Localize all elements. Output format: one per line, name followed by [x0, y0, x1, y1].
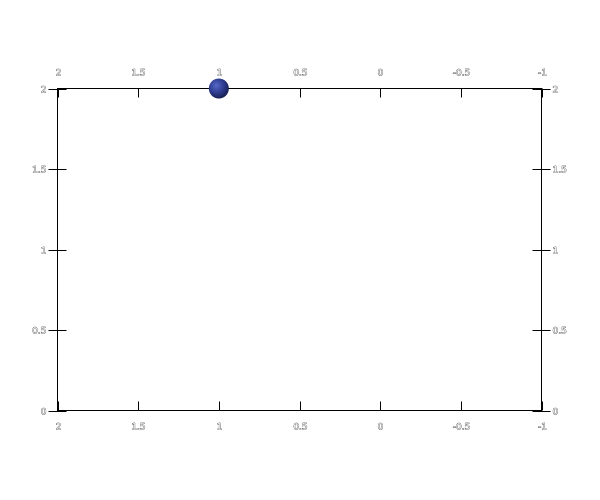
points-layer — [208, 78, 229, 99]
x-tick-label-top: 1 — [217, 69, 223, 79]
x-tick-label-bottom: 0.5 — [293, 423, 307, 433]
y-tick-label-left: 2 — [41, 86, 47, 96]
y-tick-label-right: 1 — [553, 247, 559, 257]
y-tick-label-left: 1 — [41, 247, 47, 257]
y-tick-label-right: 0.5 — [553, 327, 567, 337]
x-tick-label-bottom: -1 — [538, 423, 547, 433]
x-tick-label-bottom: 0 — [378, 423, 384, 433]
x-tick-label-top: 1.5 — [131, 69, 145, 79]
plot-frame — [57, 88, 542, 411]
y-tick-label-left: 0 — [41, 408, 47, 418]
x-tick-label-top: 2 — [56, 69, 62, 79]
x-tick-label-top: 0 — [378, 69, 384, 79]
x-tick-label-top: -1 — [538, 69, 547, 79]
x-tick-label-top: -0.5 — [453, 69, 471, 79]
x-tick-label-bottom: 1 — [217, 423, 223, 433]
y-tick-label-right: 1.5 — [553, 166, 567, 176]
data-point-sphere — [208, 78, 229, 99]
x-tick-label-top: 0.5 — [293, 69, 307, 79]
ticks-layer — [48, 88, 551, 412]
x-tick-label-bottom: 1.5 — [131, 423, 145, 433]
x-tick-label-bottom: 2 — [56, 423, 62, 433]
y-tick-label-right: 0 — [553, 408, 559, 418]
y-tick-label-left: 0.5 — [32, 327, 46, 337]
y-tick-label-right: 2 — [553, 86, 559, 96]
x-tick-label-bottom: -0.5 — [453, 423, 471, 433]
y-tick-label-left: 1.5 — [32, 166, 46, 176]
